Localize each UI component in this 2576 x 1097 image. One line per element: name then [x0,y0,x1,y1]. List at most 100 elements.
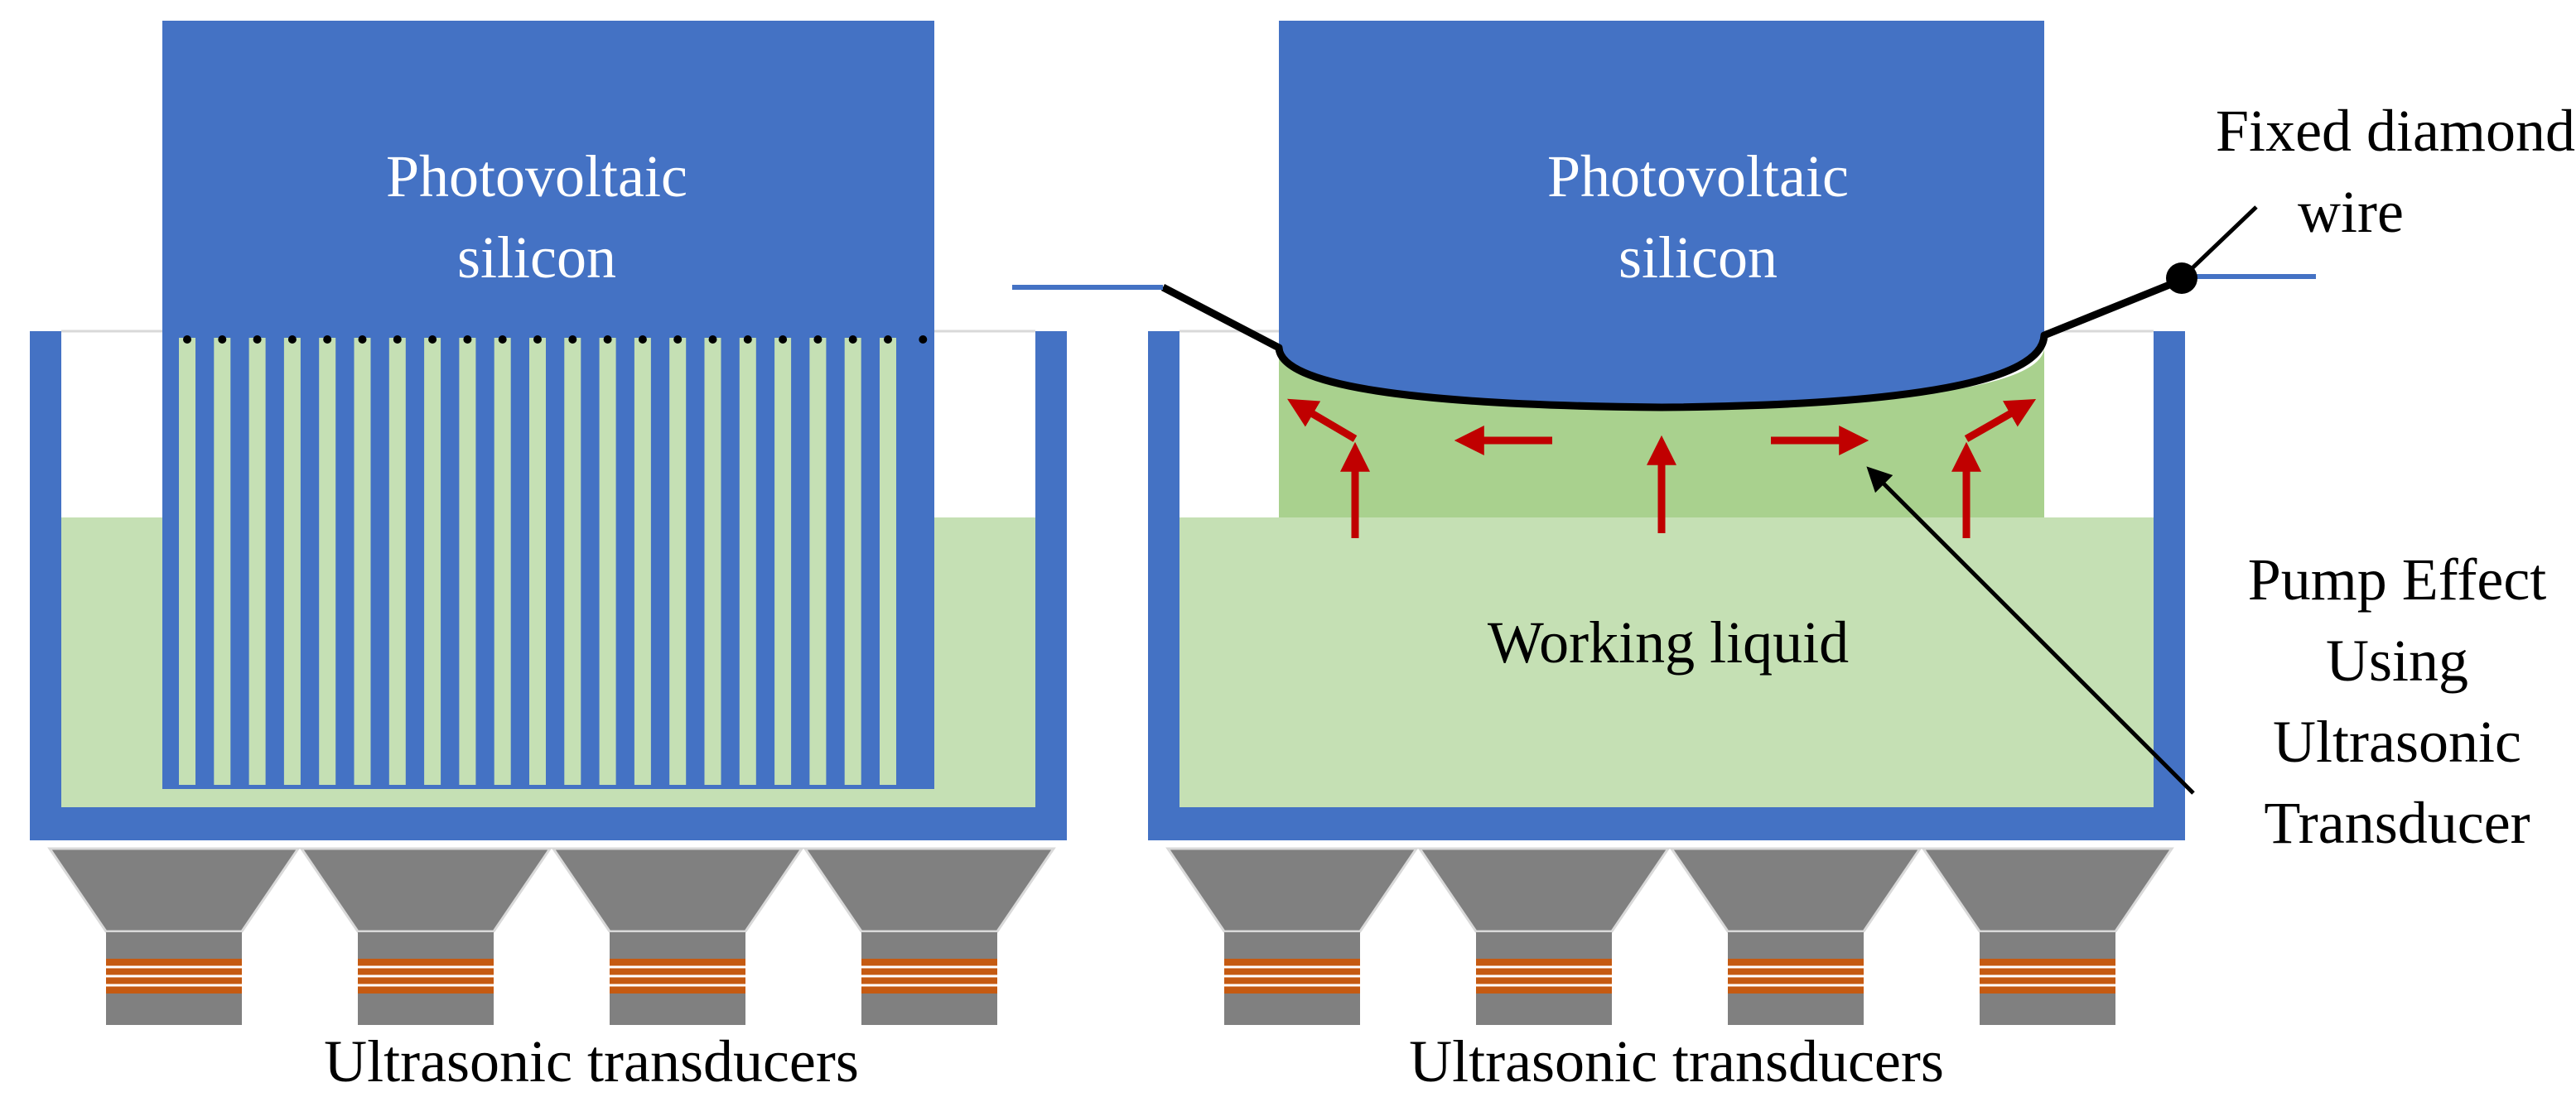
ultrasonic-transducer [47,847,301,1025]
right-transducer-row [1165,847,2174,1025]
transducer-neck [610,932,745,959]
wafer-slot [774,338,792,785]
wire-dot [743,335,752,344]
wafer-slot [283,338,301,785]
flow-arrow [1287,398,1358,442]
wafer-slot [529,338,546,785]
wire-dot [287,335,297,344]
transducer-base [106,994,242,1025]
transducer-neck [1980,932,2115,959]
wire-dot [673,335,683,344]
wafer-slot [634,338,651,785]
ultrasonic-transducer [1669,847,1922,1025]
wafer-slot [704,338,721,785]
wire-dot [533,335,542,344]
transducer-horn [551,847,804,933]
right-silicon-block [1279,21,2044,407]
wafer-slot [844,338,861,785]
pump-label-line1: Pump Effect [2248,546,2547,613]
ultrasonic-transducer [299,847,552,1025]
wafer-slot [248,338,266,785]
wire-dot [358,335,367,344]
wafer-slot [179,338,195,785]
wire-dot [813,335,822,344]
wire-dot [779,335,788,344]
pump-label-line2: Using [2326,628,2468,694]
transducer-horn [1669,847,1922,933]
wafer-slot [388,338,406,785]
right-panel: Photovoltaic silicon Working liquid Fixe… [1012,21,2575,1095]
working-liquid-label: Working liquid [1488,609,1849,676]
right-pump-zone [1279,348,2044,517]
transducer-neck [1476,932,1612,959]
wire-dot [848,335,857,344]
ultrasonic-transducer [1417,847,1671,1025]
transducer-neck [1728,932,1864,959]
wafer-slot [214,338,231,785]
transducer-base [1476,994,1612,1025]
pump-effect-pointer [1866,466,2195,795]
wire-dot [428,335,437,344]
ultrasonic-transducer [803,847,1056,1025]
wire-dot [183,335,191,344]
wafer-slot [669,338,687,785]
left-wire-cross-sections [183,335,928,344]
pump-label-line4: Transducer [2264,790,2530,856]
wafer-slot [459,338,476,785]
wire-label-line2: wire [2298,179,2404,245]
transducer-neck [861,932,997,959]
pump-label-line3: Ultrasonic [2273,709,2521,775]
transducer-horn [299,847,552,933]
left-silicon-block [162,21,934,331]
transducer-base [358,994,494,1025]
left-panel: Photovoltaic silicon Ultrasonic transduc… [30,21,1067,1095]
transducer-neck [106,932,242,959]
ultrasonic-transducer [1921,847,2174,1025]
wafer-slot [494,338,511,785]
wafer-slot [809,338,827,785]
transducer-neck [1224,932,1360,959]
wafer-slot [354,338,371,785]
transducer-horn [803,847,1056,933]
wire-dot [919,335,928,344]
left-silicon-label-line1: Photovoltaic [386,143,687,209]
wire-dot [323,335,332,344]
wire-dot [463,335,472,344]
wafer-slot [880,338,896,785]
transducer-base [1980,994,2115,1025]
left-silicon-label-line2: silicon [457,224,616,291]
wire-label-leader [2180,205,2258,280]
wire-dot [218,335,227,344]
wafer-slot [319,338,336,785]
wire-label-line1: Fixed diamond [2216,98,2575,164]
transducer-horn [47,847,301,933]
flow-arrow [1964,398,2037,442]
wire-dot [393,335,402,344]
wire-dot [708,335,717,344]
transducer-horn [1417,847,1671,933]
right-transducers-label: Ultrasonic transducers [1409,1028,1944,1095]
wafer-slot [599,338,616,785]
wire-dot [603,335,612,344]
transducer-base [861,994,997,1025]
left-transducer-row [47,847,1056,1025]
transducer-base [1728,994,1864,1025]
wire-dot [884,335,892,344]
wafer-slot [564,338,581,785]
wire-dot [568,335,577,344]
transducer-horn [1921,847,2174,933]
transducer-neck [358,932,494,959]
transducer-base [610,994,745,1025]
diamond-wire [1160,276,2183,411]
transducer-base [1224,994,1360,1025]
wire-dot [253,335,262,344]
ultrasonic-transducer [551,847,804,1025]
wafer-slot [424,338,441,785]
right-working-liquid [1179,517,2154,807]
left-wafer-slots [179,338,896,785]
pump-flow-arrows [1287,398,2037,538]
left-transducers-label: Ultrasonic transducers [324,1028,859,1095]
wafer-slot [739,338,756,785]
right-silicon-label-line1: Photovoltaic [1547,143,1849,209]
